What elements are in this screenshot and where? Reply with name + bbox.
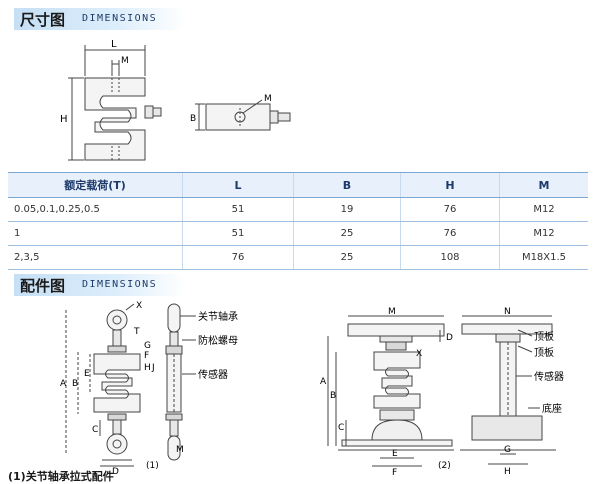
table-row: 1 51 25 76 M12 xyxy=(8,221,588,246)
table-cell: 2,3,5 xyxy=(8,245,183,270)
dim-label-T: T xyxy=(133,327,140,337)
rod-end-assembly-drawing: X T G A B E H J F C D M (1) 关节轴承 防松螺母 传感… xyxy=(60,301,238,477)
figure-number-1: (1) xyxy=(146,461,159,471)
dim-label-E: E xyxy=(84,369,90,379)
dim-label-X: X xyxy=(416,349,422,359)
table-header: H xyxy=(400,172,500,198)
table-cell: 51 xyxy=(182,197,294,222)
table-cell: M12 xyxy=(499,197,588,222)
table-cell: 25 xyxy=(293,245,401,270)
table-cell: 1 xyxy=(8,221,183,246)
table-header: 额定载荷(T) xyxy=(8,172,183,198)
dim-label-A: A xyxy=(60,379,67,389)
section-title-en: DIMENSIONS xyxy=(82,13,158,24)
label-top-plate-2: 顶板 xyxy=(534,346,554,359)
section-header-dimensions: 尺寸图 DIMENSIONS xyxy=(14,8,186,30)
dim-label-M-side: M xyxy=(264,94,272,104)
label-sensor: 传感器 xyxy=(534,370,564,383)
dim-label-F: F xyxy=(144,351,149,361)
figure-number-2: (2) xyxy=(438,461,451,471)
dim-label-A: A xyxy=(320,377,327,387)
compression-assembly-drawing: M N D X A B C E F G H (2) 顶板 顶板 传感器 底座 xyxy=(320,307,564,478)
section-title-en: DIMENSIONS xyxy=(82,279,158,290)
table-row: 2,3,5 76 25 108 M18X1.5 xyxy=(8,245,588,270)
dim-label-M: M xyxy=(388,307,396,317)
label-rod-end-bearing: 关节轴承 xyxy=(198,310,238,323)
table-cell: 108 xyxy=(400,245,500,270)
table-cell: 76 xyxy=(400,197,500,222)
table-cell: 51 xyxy=(182,221,294,246)
dim-label-C: C xyxy=(338,423,344,433)
dim-label-J: J xyxy=(151,363,155,373)
label-top-plate-1: 顶板 xyxy=(534,330,554,343)
table-cell: 76 xyxy=(400,221,500,246)
dim-label-B: B xyxy=(330,391,336,401)
label-sensor: 传感器 xyxy=(198,368,228,381)
figure-caption: (1)关节轴承拉式配件 xyxy=(8,470,114,483)
dim-label-D: D xyxy=(112,467,119,477)
table-header-row: 额定载荷(T) L B H M xyxy=(8,172,588,198)
dim-label-X: X xyxy=(136,301,142,311)
spec-table: 额定载荷(T) L B H M 0.05,0.1,0.25,0.5 51 19 … xyxy=(8,172,588,270)
dim-label-B: B xyxy=(190,114,196,124)
dim-label-F: F xyxy=(392,468,397,478)
dim-label-H: H xyxy=(60,114,68,125)
table-cell: M18X1.5 xyxy=(499,245,588,270)
dim-label-B: B xyxy=(72,379,78,389)
load-cell-dimension-drawing: L M H B M xyxy=(60,39,291,161)
dim-label-M: M xyxy=(121,56,129,66)
table-cell: 25 xyxy=(293,221,401,246)
table-cell: M12 xyxy=(499,221,588,246)
table-row: 0.05,0.1,0.25,0.5 51 19 76 M12 xyxy=(8,197,588,222)
dim-label-H: H xyxy=(144,363,151,373)
section-title-cn: 配件图 xyxy=(20,277,66,295)
table-cell: 76 xyxy=(182,245,294,270)
dim-label-M: M xyxy=(176,445,184,455)
table-header: B xyxy=(293,172,401,198)
section-header-accessories: 配件图 DIMENSIONS xyxy=(14,274,186,296)
section-title-cn: 尺寸图 xyxy=(20,11,66,29)
dim-label-D: D xyxy=(446,333,453,343)
label-base: 底座 xyxy=(542,402,562,415)
label-lock-nut: 防松螺母 xyxy=(198,334,238,347)
dim-label-G: G xyxy=(144,341,151,351)
dim-label-E: E xyxy=(392,449,398,459)
table-cell: 19 xyxy=(293,197,401,222)
dim-label-N: N xyxy=(504,307,511,317)
dim-label-G: G xyxy=(504,445,511,455)
table-header: L xyxy=(182,172,294,198)
table-cell: 0.05,0.1,0.25,0.5 xyxy=(8,197,183,222)
dim-label-L: L xyxy=(111,39,117,50)
table-header: M xyxy=(499,172,588,198)
dim-label-H: H xyxy=(504,467,511,477)
dim-label-C: C xyxy=(92,425,98,435)
